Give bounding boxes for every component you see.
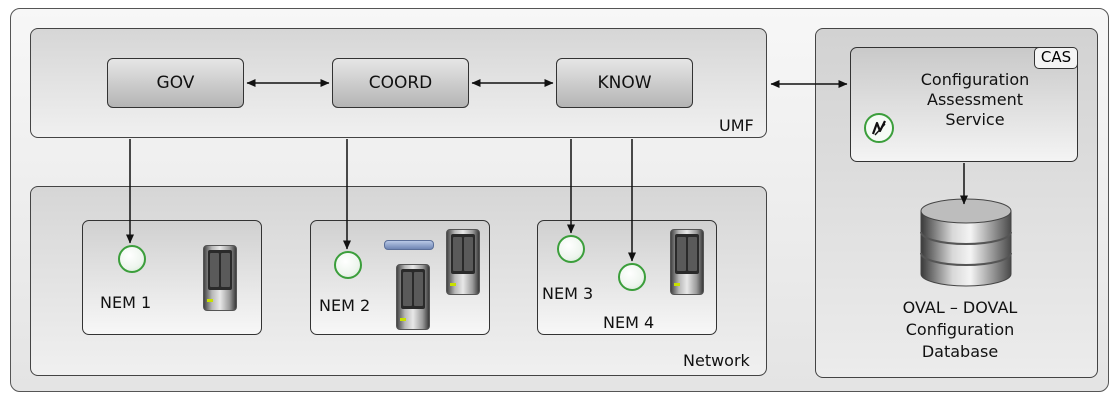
- umf-label: UMF: [719, 116, 754, 135]
- server-icon: [446, 229, 480, 295]
- nem-3-circle-icon: [557, 235, 585, 263]
- nem-1-circle-icon: [118, 245, 146, 273]
- nem-1-label: NEM 1: [100, 293, 152, 312]
- nem-2-label: NEM 2: [319, 296, 371, 315]
- know-block: KNOW: [556, 58, 693, 108]
- server-icon: [203, 245, 237, 311]
- gov-block: GOV: [107, 58, 244, 108]
- database-icon: [920, 198, 1012, 287]
- database-label: OVAL – DOVAL Configuration Database: [902, 298, 1018, 361]
- nem-2-circle-icon: [334, 251, 362, 279]
- nem-4-label: NEM 4: [603, 313, 655, 332]
- cas-tag: CAS: [1034, 47, 1078, 69]
- nem-3-label: NEM 3: [542, 284, 594, 303]
- coord-block: COORD: [332, 58, 469, 108]
- assessment-service-label: Configuration Assessment Service: [920, 70, 1030, 129]
- switch-icon: [384, 240, 434, 250]
- nem-4-circle-icon: [618, 263, 646, 291]
- server-icon: [396, 264, 430, 330]
- assessment-icon: [864, 113, 894, 143]
- server-icon: [670, 229, 704, 295]
- network-label: Network: [683, 351, 750, 370]
